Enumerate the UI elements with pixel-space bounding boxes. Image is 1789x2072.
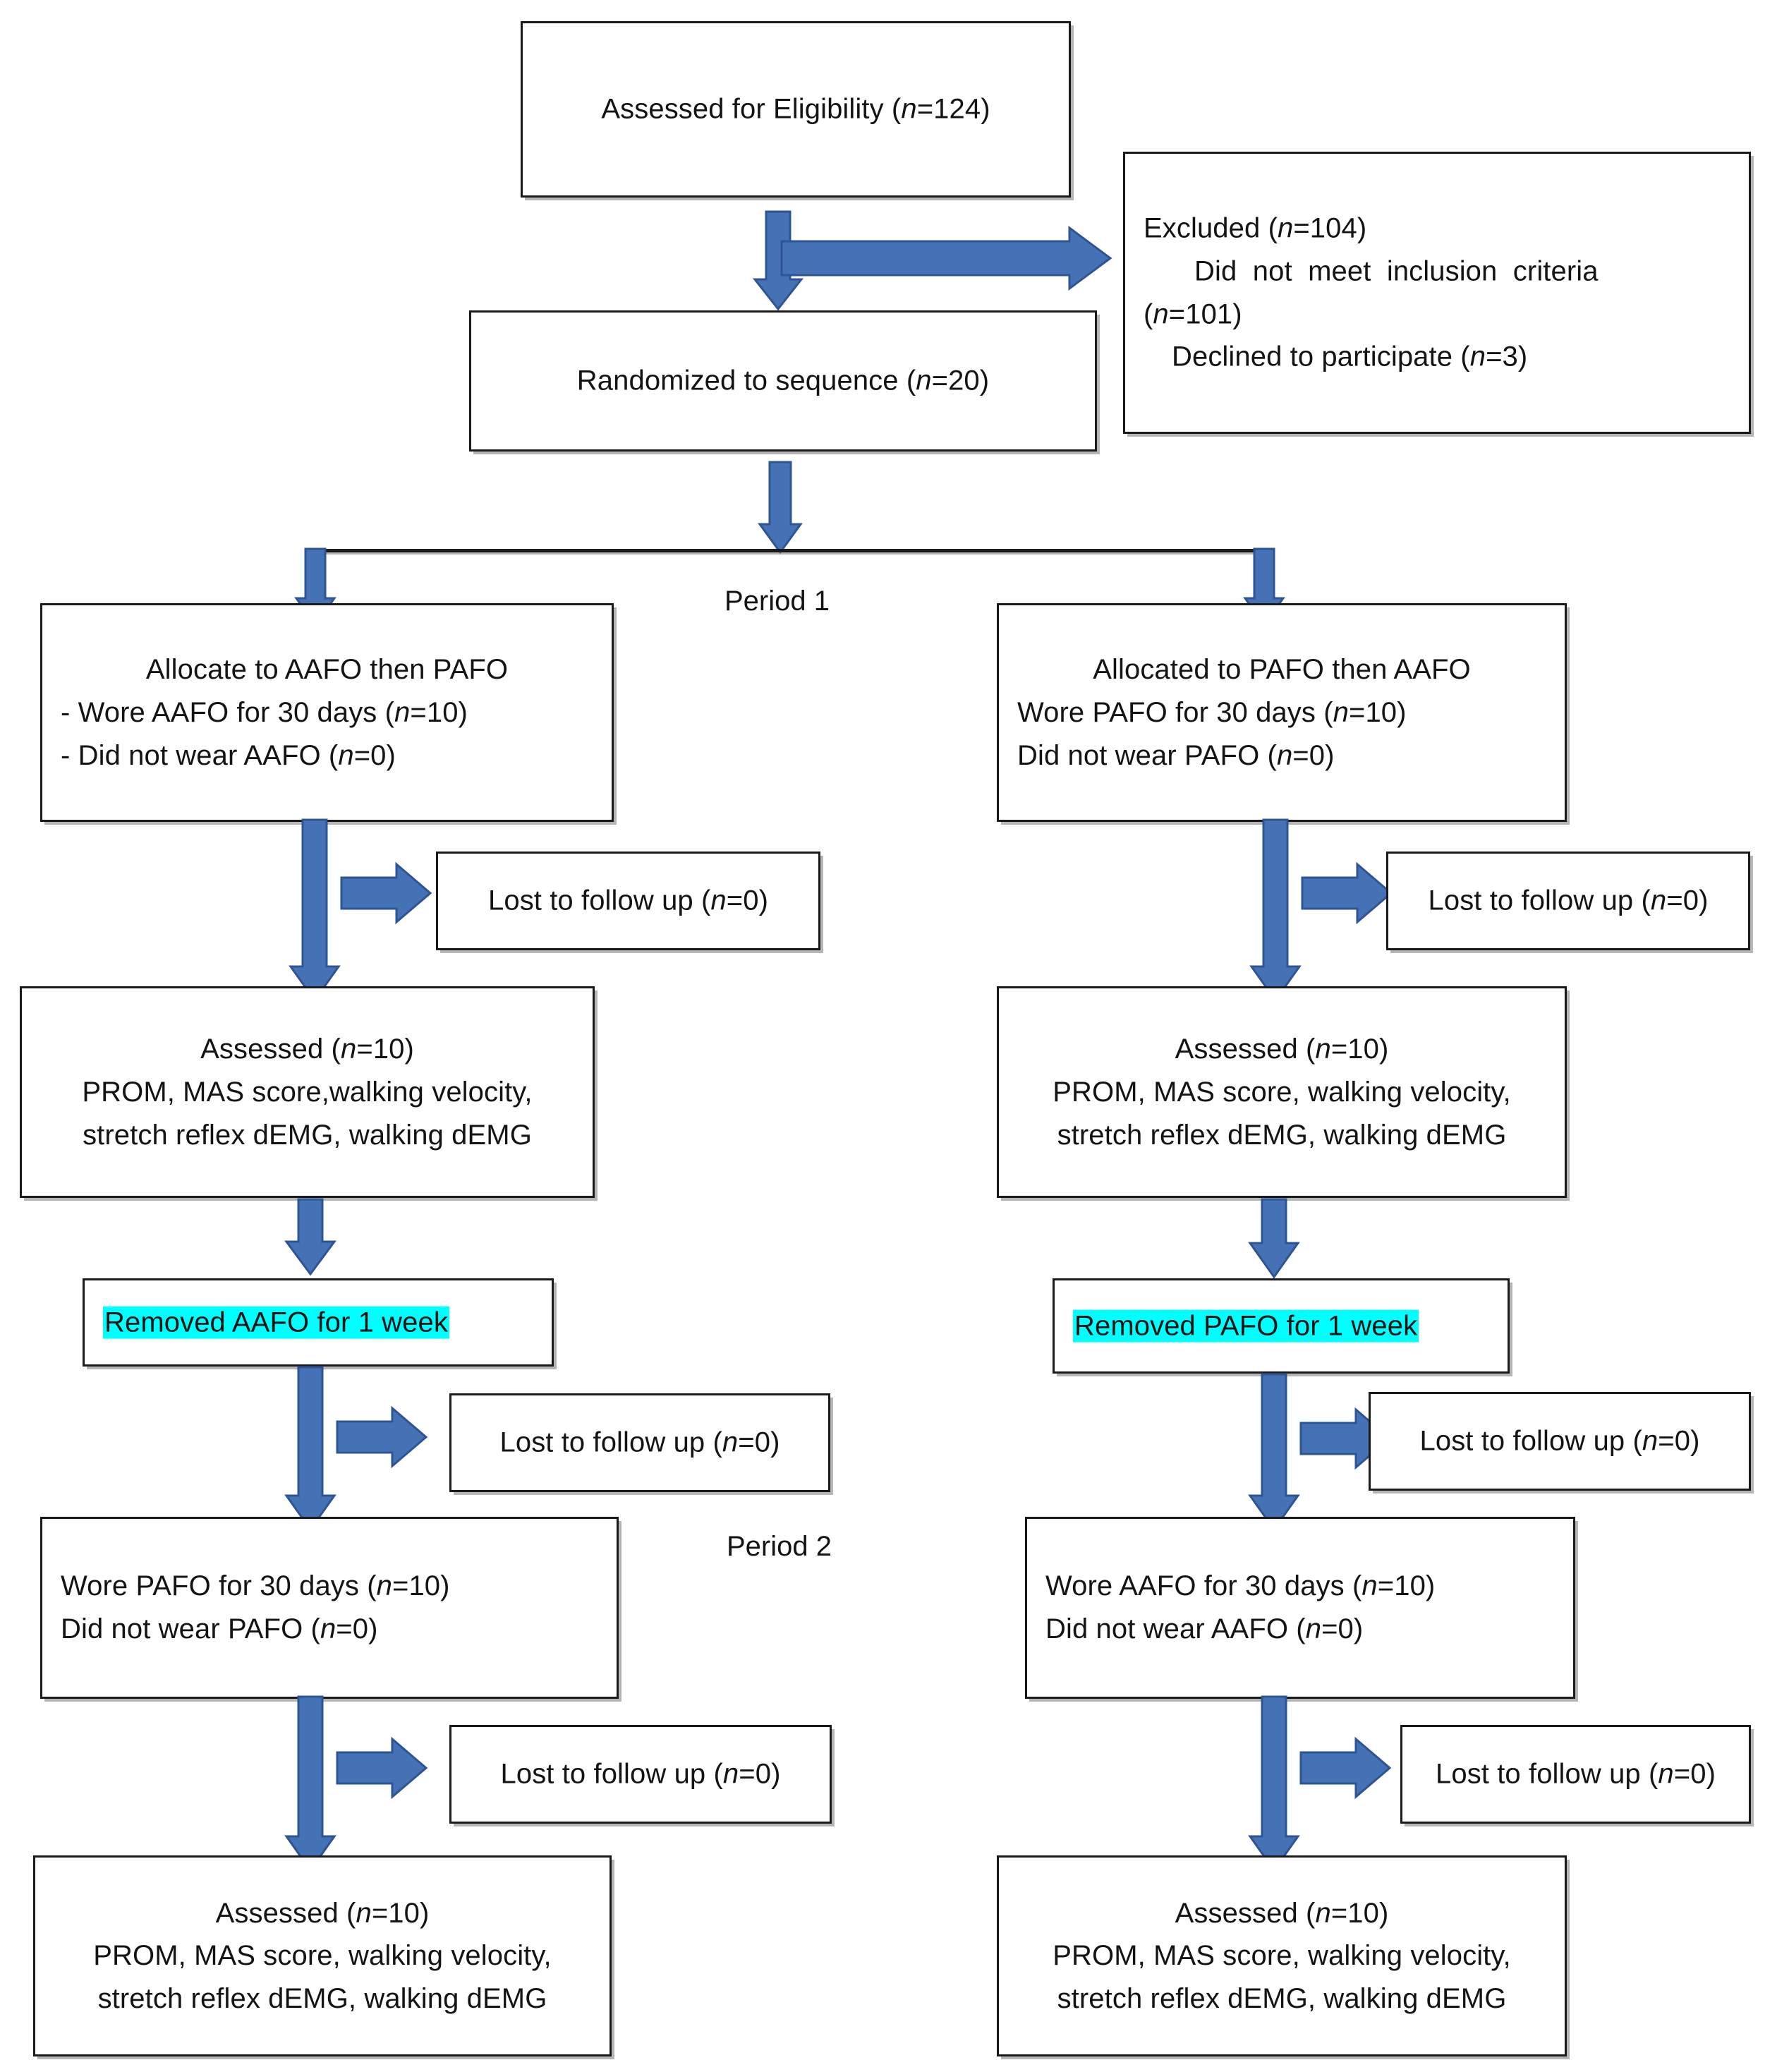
assessed-p2-right-line-3: stretch reflex dEMG, walking dEMG [1057, 1982, 1507, 2014]
box-washout-left: Removed AAFO for 1 week [83, 1278, 554, 1367]
box-period2-left: Wore PAFO for 30 days (n=10) Did not wea… [40, 1517, 619, 1699]
box-assessed-period2-left: Assessed (n=10) PROM, MAS score, walking… [33, 1855, 612, 2056]
arrow-assessed-p1-right-to-washout [1248, 1198, 1300, 1279]
split-connector-line [315, 549, 1264, 552]
assessed-p2-left-line-2: PROM, MAS score, walking velocity, [93, 1940, 552, 1972]
arrow-period2-left-to-assessed [284, 1695, 336, 1872]
box-excluded: Excluded (n=104) Did not meet inclusion … [1123, 152, 1751, 434]
box-randomized-to-sequence: Randomized to sequence (n=20) [469, 310, 1097, 452]
lost-1-left-text: Lost to follow up (n=0) [488, 885, 768, 916]
randomized-line-1: Randomized to sequence (n=20) [576, 365, 990, 396]
box-assessed-period1-right: Assessed (n=10) PROM, MAS score, walking… [997, 986, 1567, 1198]
assessed-p2-right-line-1: Assessed (n=10) [1175, 1897, 1389, 1929]
washout-right-text: Removed PAFO for 1 week [1073, 1309, 1419, 1343]
assessed-p1-left-line-2: PROM, MAS score,walking velocity, [82, 1076, 533, 1108]
lost-1-right-text: Lost to follow up (n=0) [1428, 885, 1709, 916]
box-allocate-right: Allocated to PAFO then AAFO Wore PAFO fo… [997, 603, 1567, 822]
box-lost-to-follow-up-2-left: Lost to follow up (n=0) [449, 1393, 830, 1492]
arrow-to-lost-3-right [1299, 1736, 1392, 1800]
period2-left-wore: Wore PAFO for 30 days (n=10) [61, 1570, 450, 1602]
box-lost-to-follow-up-1-right: Lost to follow up (n=0) [1386, 852, 1750, 950]
lost-2-left-text: Lost to follow up (n=0) [499, 1426, 780, 1458]
box-assessed-for-eligibility: Assessed for Eligibility (n=124) [521, 21, 1071, 198]
box-lost-to-follow-up-3-left: Lost to follow up (n=0) [449, 1725, 832, 1824]
arrow-to-lost-1-left [340, 861, 432, 925]
arrow-washout-left-to-period2 [284, 1366, 336, 1532]
excluded-line-total: Excluded (n=104) [1144, 212, 1367, 244]
arrow-to-lost-1-right [1301, 861, 1393, 925]
assessed-p1-right-line-3: stretch reflex dEMG, walking dEMG [1057, 1119, 1507, 1151]
box-lost-to-follow-up-1-left: Lost to follow up (n=0) [436, 852, 820, 950]
assessed-p1-right-line-2: PROM, MAS score, walking velocity, [1053, 1076, 1511, 1108]
washout-left-text: Removed AAFO for 1 week [103, 1306, 449, 1339]
box-washout-right: Removed PAFO for 1 week [1053, 1278, 1510, 1374]
period2-right-wore: Wore AAFO for 30 days (n=10) [1045, 1570, 1436, 1602]
arrow-alloc-left-to-assessed-p1 [289, 818, 341, 1002]
assessed-p1-left-line-3: stretch reflex dEMG, walking dEMG [83, 1119, 532, 1151]
box-assessed-period1-left: Assessed (n=10) PROM, MAS score,walking … [20, 986, 595, 1198]
box-assessed-period2-right: Assessed (n=10) PROM, MAS score, walking… [997, 1855, 1567, 2056]
alloc-right-title: Allocated to PAFO then AAFO [1093, 653, 1471, 685]
arrow-assessed-p1-left-to-washout [284, 1198, 336, 1276]
arrow-to-lost-2-left [336, 1405, 428, 1469]
period2-left-not-wore: Did not wear PAFO (n=0) [61, 1613, 378, 1644]
period-2-label: Period 2 [727, 1531, 832, 1562]
assessed-p1-right-line-1: Assessed (n=10) [1175, 1033, 1389, 1065]
arrow-to-lost-3-left [336, 1736, 428, 1800]
alloc-left-not-wore: - Did not wear AAFO (n=0) [61, 739, 396, 771]
arrow-eligibility-to-randomized [752, 210, 804, 311]
lost-3-right-text: Lost to follow up (n=0) [1436, 1758, 1716, 1790]
alloc-right-wore: Wore PAFO for 30 days (n=10) [1017, 696, 1407, 728]
arrow-alloc-right-to-assessed-p1 [1249, 818, 1302, 1002]
alloc-left-title: Allocate to AAFO then PAFO [145, 653, 509, 685]
arrow-randomized-to-split [758, 461, 803, 555]
arrow-to-excluded [780, 226, 1113, 291]
assessed-p2-left-line-1: Assessed (n=10) [215, 1897, 430, 1929]
excluded-line-declined: Declined to participate (n=3) [1172, 341, 1528, 372]
excluded-line-inclusion-n: (n=101) [1144, 298, 1242, 329]
alloc-left-wore: - Wore AAFO for 30 days (n=10) [61, 696, 468, 728]
arrow-period2-right-to-assessed [1248, 1695, 1300, 1872]
box-period2-right: Wore AAFO for 30 days (n=10) Did not wea… [1025, 1517, 1575, 1699]
period-1-label: Period 1 [724, 586, 830, 617]
assessed-p1-left-line-1: Assessed (n=10) [200, 1033, 414, 1065]
box-allocate-left: Allocate to AAFO then PAFO - Wore AAFO f… [40, 603, 614, 822]
box-lost-to-follow-up-3-right: Lost to follow up (n=0) [1400, 1725, 1751, 1824]
arrow-washout-right-to-period2 [1248, 1373, 1300, 1532]
lost-2-right-text: Lost to follow up (n=0) [1419, 1425, 1700, 1457]
alloc-right-not-wore: Did not wear PAFO (n=0) [1017, 739, 1335, 771]
box-lost-to-follow-up-2-right: Lost to follow up (n=0) [1369, 1392, 1751, 1491]
period2-right-not-wore: Did not wear AAFO (n=0) [1045, 1613, 1364, 1644]
eligibility-line-1: Assessed for Eligibility (n=124) [601, 93, 990, 125]
excluded-line-inclusion: Did not meet inclusion criteria [1194, 255, 1599, 287]
lost-3-left-text: Lost to follow up (n=0) [500, 1758, 781, 1790]
assessed-p2-right-line-2: PROM, MAS score, walking velocity, [1053, 1940, 1511, 1972]
assessed-p2-left-line-3: stretch reflex dEMG, walking dEMG [97, 1982, 547, 2014]
